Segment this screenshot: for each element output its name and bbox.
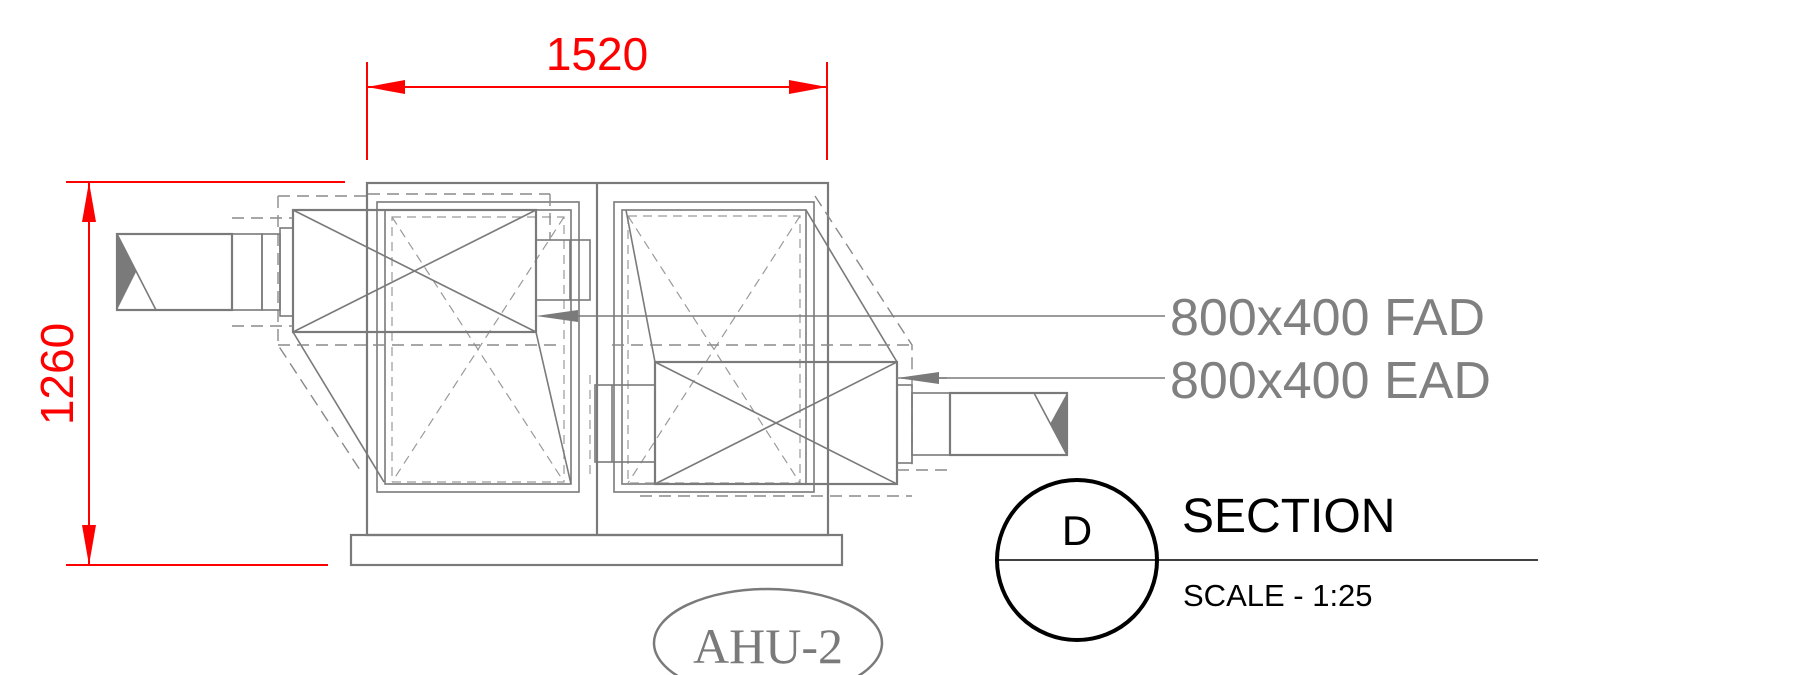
ahu-unit — [277, 181, 913, 567]
width-dimension-label: 1520 — [546, 28, 648, 80]
right-plenum-x-2 — [654, 361, 898, 485]
right-taper-inner — [625, 209, 656, 363]
width-arrow-right — [789, 80, 827, 94]
height-arrow-bottom — [82, 525, 96, 565]
fad-duct-flange — [279, 227, 294, 317]
equipment-tag-ellipse — [652, 587, 884, 675]
left-inner-frame — [384, 209, 572, 485]
right-inner-frame — [621, 209, 807, 485]
height-dimension: 1260 — [31, 181, 345, 566]
ead-duct-collar — [911, 392, 951, 456]
left-dashed-core — [391, 216, 565, 483]
height-dimension-label: 1260 — [31, 323, 83, 425]
section-marker-letter: D — [1062, 507, 1092, 554]
ead-duct-body — [948, 391, 1069, 457]
fad-duct — [115, 217, 294, 327]
ead-duct — [896, 377, 1069, 471]
equipment-tag: AHU-2 — [652, 587, 884, 675]
right-core-diag-2 — [627, 215, 801, 484]
fad-callout: 800x400 FAD — [536, 289, 1485, 347]
ead-damper-box — [594, 384, 656, 463]
fad-duct-end-line — [116, 233, 157, 311]
fad-duct-end-marker — [117, 234, 136, 310]
section-title: SECTION — [1182, 490, 1395, 543]
equipment-tag-label: AHU-2 — [693, 618, 843, 674]
right-taper-outer — [805, 209, 898, 363]
ead-label: 800x400 EAD — [1170, 352, 1491, 410]
ead-leader-arrow — [897, 372, 939, 384]
right-inner-frame-outer — [613, 201, 815, 493]
fad-label: 800x400 FAD — [1170, 289, 1485, 347]
height-arrow-top — [82, 182, 96, 222]
left-plenum-x-2 — [292, 209, 537, 333]
section-title-block: D SECTION SCALE - 1:25 — [995, 478, 1538, 642]
left-taper-inner — [535, 331, 572, 485]
fad-duct-collar-1 — [231, 233, 263, 311]
left-taper-outer — [292, 331, 385, 483]
left-plenum-dashed-outline — [277, 196, 361, 471]
ead-duct-end-line — [1033, 392, 1068, 456]
fad-damper-box — [535, 239, 591, 301]
right-plenum-dashed-outline — [814, 195, 913, 468]
fad-leader-arrow — [536, 310, 578, 322]
section-scale: SCALE - 1:25 — [1183, 578, 1373, 613]
ead-duct-end-marker — [1050, 393, 1067, 455]
ahu-base-frame — [349, 533, 844, 567]
width-arrow-left — [367, 80, 405, 94]
ead-callout: 800x400 EAD — [897, 352, 1491, 410]
width-dimension: 1520 — [366, 28, 828, 160]
left-inner-frame-outer — [376, 201, 580, 493]
ead-duct-flange — [896, 384, 913, 464]
